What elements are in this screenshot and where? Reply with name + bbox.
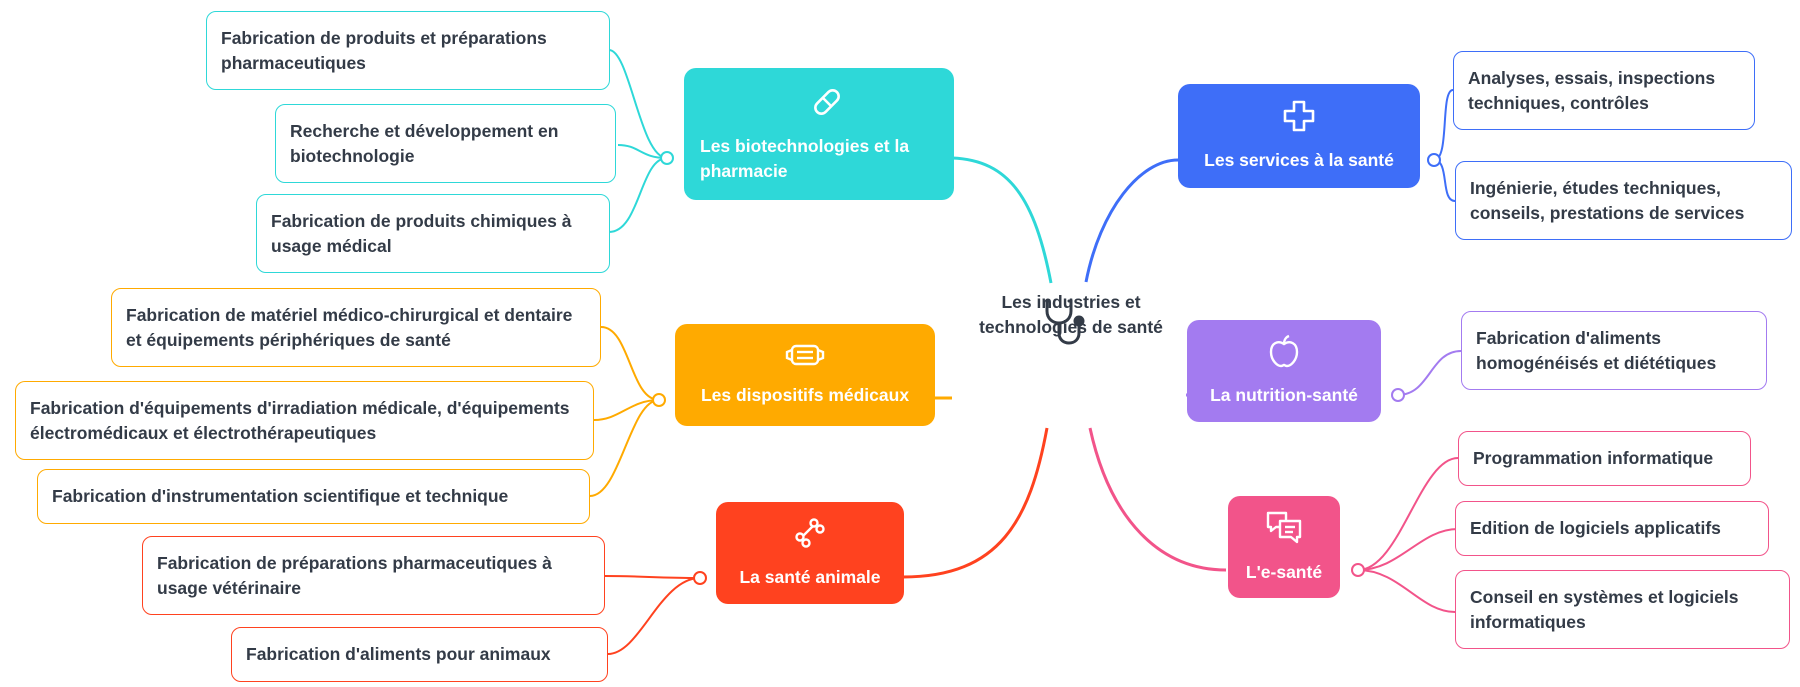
leaf-dispositifs-1[interactable]: Fabrication de matériel médico-chirurgic…: [111, 288, 601, 367]
branch-services-sante[interactable]: Les services à la santé: [1178, 84, 1420, 188]
leaf-esante-3[interactable]: Conseil en systèmes et logiciels informa…: [1455, 570, 1790, 649]
stethoscope-icon: [1043, 297, 1089, 352]
branch-label: Les services à la santé: [1204, 150, 1394, 170]
chat-bubbles-icon: [1264, 509, 1304, 552]
leaf-services-1[interactable]: Analyses, essais, inspections techniques…: [1453, 51, 1755, 130]
leaf-esante-2[interactable]: Edition de logiciels applicatifs: [1455, 501, 1769, 556]
leaf-biotech-2[interactable]: Recherche et développement en biotechnol…: [275, 104, 616, 183]
medical-mask-icon: [785, 342, 825, 375]
apple-icon: [1268, 334, 1300, 375]
leaf-sante-animale-1[interactable]: Fabrication de préparations pharmaceutiq…: [142, 536, 605, 615]
leaf-sante-animale-2[interactable]: Fabrication d'aliments pour animaux: [231, 627, 608, 682]
leaf-dispositifs-2[interactable]: Fabrication d'équipements d'irradiation …: [15, 381, 594, 460]
leaf-services-2[interactable]: Ingénierie, études techniques, conseils,…: [1455, 161, 1792, 240]
leaf-biotech-1[interactable]: Fabrication de produits et préparations …: [206, 11, 610, 90]
plus-cross-icon: [1282, 99, 1316, 140]
connector-sante-animale: [902, 427, 1049, 579]
leaf-esante-1[interactable]: Programmation informatique: [1458, 431, 1751, 486]
branch-sante-animale[interactable]: La santé animale: [716, 502, 904, 604]
branch-label: Les dispositifs médicaux: [700, 385, 910, 405]
connector-esante: [1088, 427, 1227, 572]
pill-icon: [810, 85, 844, 126]
branch-e-sante[interactable]: L'e-santé: [1228, 496, 1340, 598]
branch-label: La santé animale: [739, 567, 881, 587]
branch-label: L'e-santé: [1245, 562, 1323, 582]
branch-nutrition-sante[interactable]: La nutrition-santé: [1187, 320, 1381, 422]
leaf-dispositifs-3[interactable]: Fabrication d'instrumentation scientifiq…: [37, 469, 590, 524]
bone-icon: [793, 516, 827, 557]
connector-services: [1084, 158, 1179, 283]
branch-biotech-pharmacie[interactable]: Les biotechnologies et la pharmacie: [684, 68, 954, 200]
central-topic-label: Les industries et technologies de santé: [979, 292, 1163, 337]
leaf-biotech-3[interactable]: Fabrication de produits chimiques à usag…: [256, 194, 610, 273]
branch-label: La nutrition-santé: [1210, 385, 1358, 405]
branch-label: Les biotechnologies et la pharmacie: [700, 135, 910, 181]
branch-dispositifs-medicaux[interactable]: Les dispositifs médicaux: [675, 324, 935, 426]
central-topic[interactable]: Les industries et technologies de santé: [946, 290, 1196, 340]
connector-biotech: [951, 156, 1053, 284]
leaf-nutrition-1[interactable]: Fabrication d'aliments homogénéisés et d…: [1461, 311, 1767, 390]
